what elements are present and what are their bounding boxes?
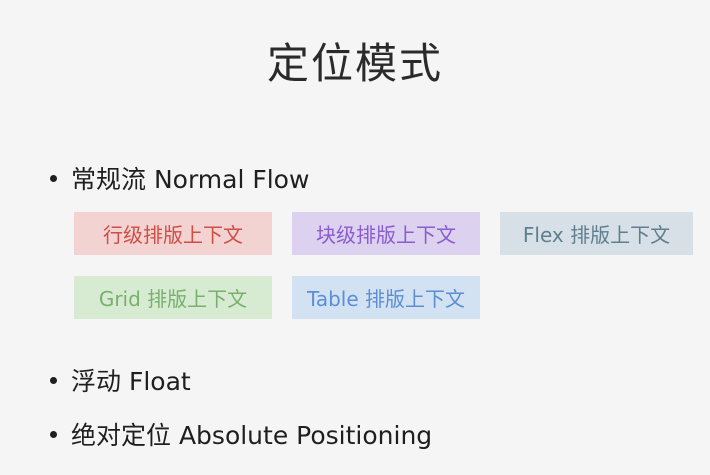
tag-block-formatting-context: 块级排版上下文 bbox=[292, 212, 480, 255]
bullet-absolute-positioning: 绝对定位 Absolute Positioning bbox=[50, 416, 432, 452]
bullet-absolute-positioning-label: 绝对定位 Absolute Positioning bbox=[71, 421, 433, 450]
tag-grid-formatting-context: Grid 排版上下文 bbox=[74, 276, 272, 319]
tag-table-formatting-context: Table 排版上下文 bbox=[292, 276, 480, 319]
bullet-dot-icon bbox=[50, 430, 57, 438]
tag-flex-formatting-context: Flex 排版上下文 bbox=[500, 212, 693, 255]
bullet-normal-flow: 常规流 Normal Flow bbox=[50, 160, 309, 196]
bullet-float-label: 浮动 Float bbox=[71, 367, 191, 396]
bullet-normal-flow-label: 常规流 Normal Flow bbox=[71, 165, 310, 194]
bullet-float: 浮动 Float bbox=[50, 362, 191, 398]
bullet-dot-icon bbox=[50, 376, 57, 384]
bullet-dot-icon bbox=[50, 174, 57, 182]
slide-title: 定位模式 bbox=[266, 39, 443, 88]
tag-inline-formatting-context: 行级排版上下文 bbox=[74, 212, 272, 255]
